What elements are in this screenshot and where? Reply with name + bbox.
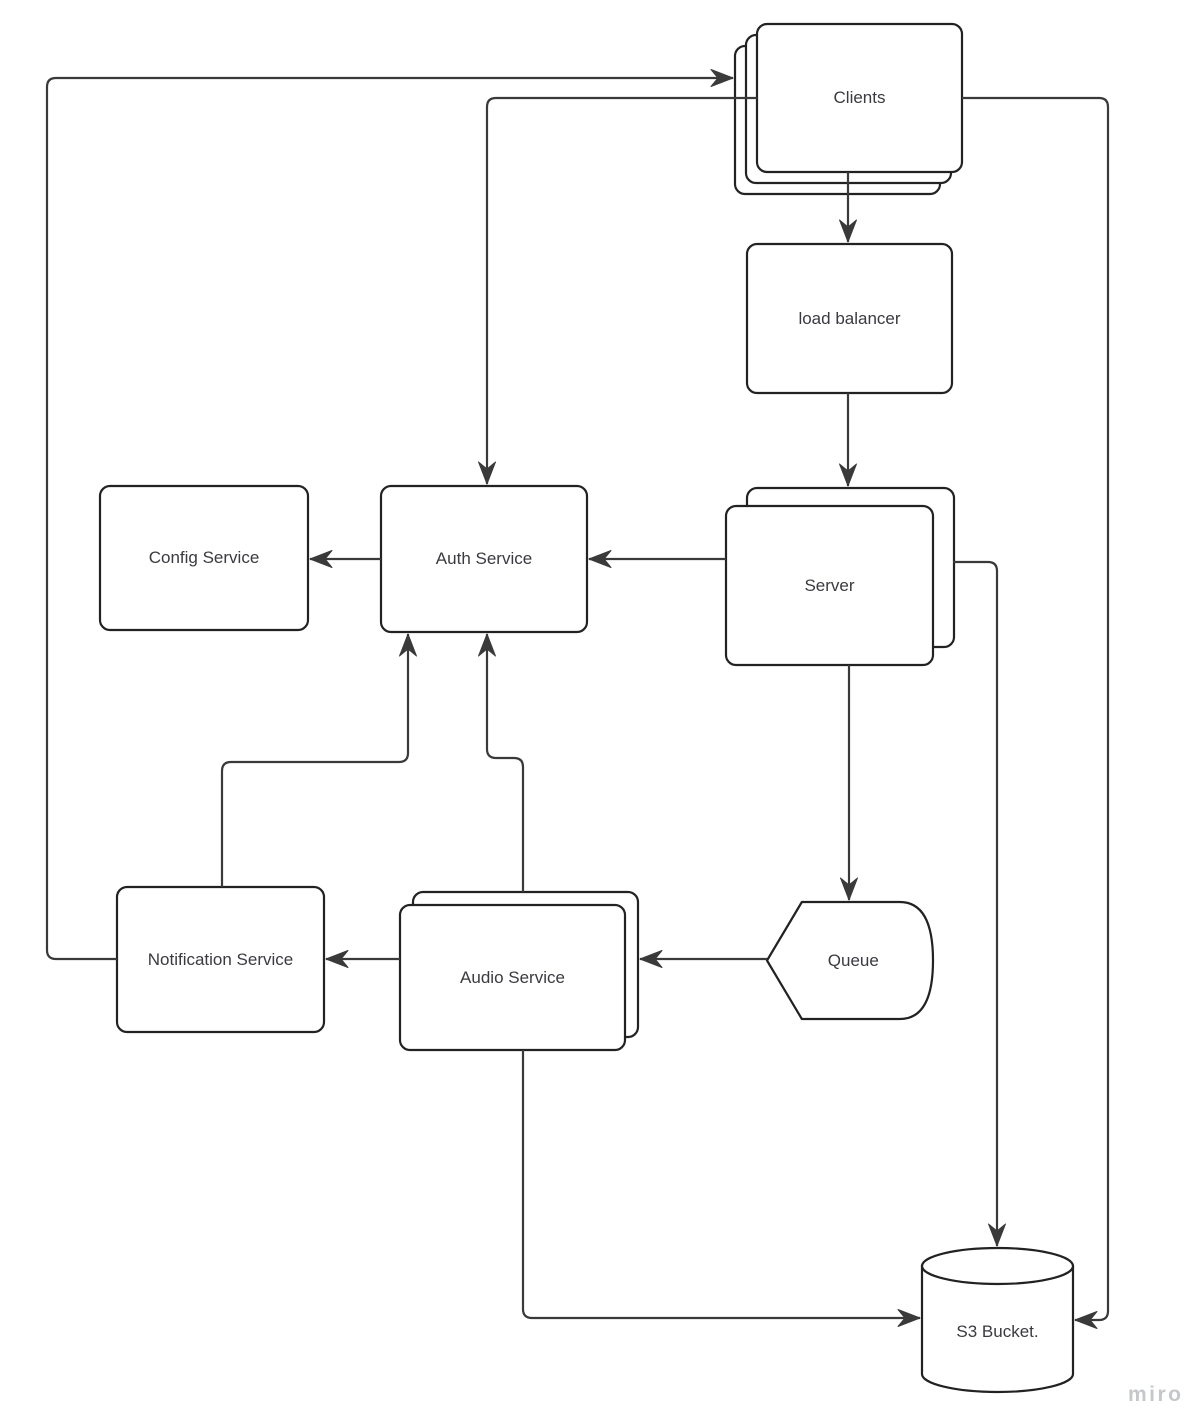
node-audio-service[interactable] (398, 890, 640, 1052)
edge-audio-to-s3[interactable] (521, 1050, 921, 1327)
edge-audio-to-auth[interactable] (478, 633, 525, 892)
edge-notification-to-auth[interactable] (220, 633, 417, 887)
edges-layer (45, 69, 1110, 1329)
audio-service-shape (398, 903, 627, 1052)
node-server[interactable] (724, 486, 956, 667)
clients-shape (755, 22, 964, 174)
load-balancer-shape (745, 242, 954, 395)
s3-bucket-body (920, 1264, 1075, 1394)
edge-server-to-s3[interactable] (953, 560, 1006, 1247)
miro-watermark: miro (1128, 1383, 1184, 1406)
notification-service-shape (115, 885, 326, 1034)
node-auth-service[interactable] (379, 484, 589, 634)
node-queue[interactable] (765, 900, 935, 1021)
node-load-balancer[interactable] (745, 242, 954, 395)
edge-notification-to-clients[interactable] (45, 69, 734, 961)
node-clients[interactable] (733, 22, 964, 196)
node-s3-bucket[interactable] (920, 1246, 1075, 1394)
edge-clients-to-auth[interactable] (478, 96, 757, 485)
s3-bucket-top (920, 1246, 1075, 1286)
queue-shape (765, 900, 935, 1021)
auth-service-shape (379, 484, 589, 634)
edge-clients-to-s3[interactable] (962, 96, 1110, 1329)
config-service-shape (98, 484, 310, 632)
server-shape (724, 504, 935, 667)
nodes-layer (98, 22, 1075, 1394)
node-notification-service[interactable] (115, 885, 326, 1034)
node-config-service[interactable] (98, 484, 310, 632)
